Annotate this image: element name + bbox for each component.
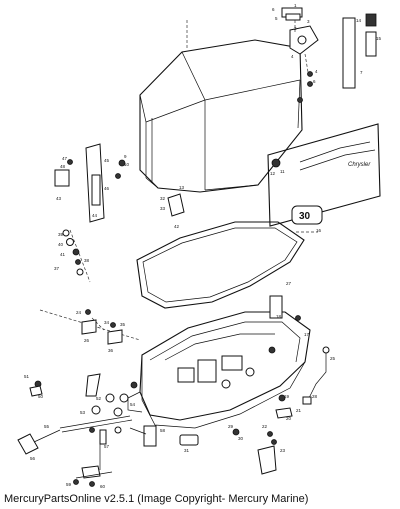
callout-number: 38 — [84, 258, 90, 263]
callout-number: 6 — [272, 7, 275, 12]
callout-number: 17 — [304, 332, 310, 337]
callout-number: 5 — [275, 16, 278, 21]
callout-number: 28 — [312, 394, 318, 399]
hp-decal-text: 30 — [299, 211, 311, 222]
callout-number: 41 — [60, 252, 66, 257]
callout-number: 40 — [58, 242, 64, 247]
latch-bracket-top — [281, 7, 377, 103]
callout-number: 29 — [228, 424, 234, 429]
callout-number: 7 — [360, 70, 363, 75]
callout-number: 31 — [184, 448, 190, 453]
callout-number: 44 — [92, 213, 98, 218]
callout-number: 6 — [313, 79, 316, 84]
copyright-caption: MercuryPartsOnline v2.5.1 (Image Copyrig… — [4, 493, 309, 505]
callout-number: 22 — [262, 424, 268, 429]
callout-number: 13 — [179, 185, 185, 190]
callout-number: 55 — [44, 424, 50, 429]
callout-number: 53 — [80, 410, 86, 415]
callout-number: 52 — [96, 396, 102, 401]
callout-number: 10 — [124, 162, 130, 167]
callout-number: 19 — [284, 394, 290, 399]
callout-number: 1 — [294, 3, 297, 8]
callout-number: 35 — [120, 322, 126, 327]
callout-number: 45 — [104, 158, 110, 163]
callout-number: 21 — [296, 408, 302, 413]
callout-number: 56 — [30, 456, 36, 461]
exploded-parts-diagram: Chrysler 30 — [17, 3, 382, 489]
callout-number: 2 — [294, 26, 297, 31]
side-decal-panel: Chrysler 30 — [267, 123, 381, 227]
callout-number: 48 — [60, 164, 66, 169]
callout-number: 58 — [160, 428, 166, 433]
callout-number: 36 — [108, 348, 114, 353]
callout-number: 59 — [66, 482, 72, 487]
callout-number: 18 — [276, 314, 282, 319]
fastener-markers-mid — [81, 309, 123, 345]
callout-number: 43 — [56, 196, 62, 201]
fastener-stack-left — [62, 229, 91, 283]
callout-number: 54 — [130, 402, 136, 407]
bottom-cowl — [127, 295, 311, 429]
cowl-seal-gasket — [136, 221, 318, 309]
callout-number: 11 — [280, 169, 285, 174]
callout-number: 23 — [280, 448, 286, 453]
callout-number: 57 — [104, 444, 110, 449]
callout-number: 60 — [100, 484, 106, 489]
callout-number: 3 — [307, 19, 310, 24]
callout-number: 39 — [58, 232, 64, 237]
brand-decal-text: Chrysler — [348, 162, 371, 168]
callout-number: 33 — [160, 206, 166, 211]
callout-number: 46 — [104, 186, 110, 191]
latch-lever-left — [54, 143, 281, 223]
callout-number: 37 — [54, 266, 60, 271]
callout-number: 27 — [286, 281, 292, 286]
callout-number: 42 — [174, 224, 180, 229]
callout-number: 14 — [356, 18, 362, 23]
callout-number: 4 — [291, 54, 294, 59]
callout-number: 24 — [76, 310, 82, 315]
callout-number: 26 — [84, 338, 90, 343]
top-cowl — [139, 20, 303, 193]
callout-labels: 6 1 5 3 2 4 4 6 7 15 14 47 48 43 44 45 4… — [24, 3, 382, 489]
callout-number: 15 — [376, 36, 382, 41]
throttle-linkage — [17, 309, 240, 487]
callout-number: 50 — [38, 394, 44, 399]
callout-number: 20 — [286, 416, 292, 421]
callout-number: 51 — [24, 374, 30, 379]
callout-number: 30 — [238, 436, 244, 441]
callout-number: 12 — [270, 171, 276, 176]
callout-number: 4 — [315, 69, 318, 74]
fuel-connector-line — [257, 346, 330, 475]
callout-number: 9 — [124, 154, 127, 159]
callout-number: 16 — [316, 228, 322, 233]
callout-number: 34 — [104, 320, 110, 325]
callout-number: 25 — [330, 356, 336, 361]
callout-number: 47 — [62, 156, 68, 161]
callout-number: 32 — [160, 196, 166, 201]
